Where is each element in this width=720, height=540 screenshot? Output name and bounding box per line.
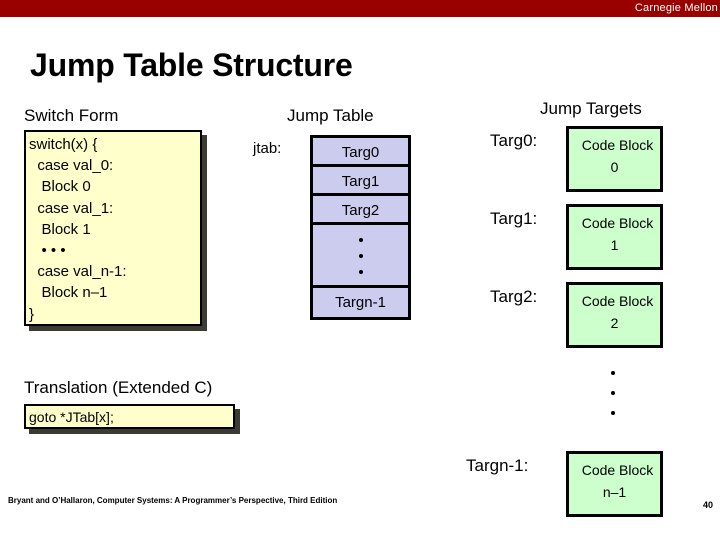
code-block-index: n–1 [602, 484, 627, 500]
jump-targets-heading: Jump Targets [540, 99, 642, 118]
switch-form-code-box: switch(x) { case val_0: Block 0 case val… [24, 130, 202, 326]
translation-code: goto *JTab[x]; [29, 409, 114, 425]
ellipsis-dot-icon [611, 411, 615, 415]
jump-table-heading: Jump Table [287, 106, 374, 125]
jtab-pointer-label: jtab: [253, 140, 282, 157]
page-number: 40 [702, 500, 713, 510]
jump-table-cell-last: Targn-1 [313, 288, 408, 317]
jump-table: Targ0 Targ1 Targ2 Targn-1 [310, 135, 411, 320]
code-block-title: Code Block [581, 293, 654, 309]
code-block-box-2: Code Block 2 [566, 282, 663, 348]
code-block-box-1: Code Block 1 [566, 204, 663, 270]
jump-targets-ellipsis [611, 369, 617, 419]
code-block-index: 0 [610, 159, 619, 175]
code-block-title: Code Block [581, 215, 654, 231]
switch-form-code: switch(x) { case val_0: Block 0 case val… [29, 136, 127, 323]
ellipsis-dot-icon [611, 371, 615, 375]
institution-label: Carnegie Mellon [634, 2, 718, 14]
jump-table-cell: Targ2 [313, 196, 408, 225]
jump-table-cell: Targ1 [313, 167, 408, 196]
code-block-title: Code Block [581, 137, 654, 153]
code-block-index: 1 [610, 237, 619, 253]
ellipsis-dot-icon [358, 270, 363, 274]
code-block-box-n: Code Block n–1 [566, 451, 663, 517]
jump-table-ellipsis-cell [313, 225, 408, 288]
target-label-1: Targ1: [490, 209, 538, 228]
target-label-0: Targ0: [490, 131, 538, 150]
switch-form-heading: Switch Form [24, 106, 119, 125]
ellipsis-dot-icon [611, 391, 615, 395]
ellipsis-dot-icon [358, 254, 363, 258]
footer-citation: Bryant and O’Hallaron, Computer Systems:… [8, 496, 338, 505]
ellipsis-dot-icon [358, 238, 363, 242]
code-block-title: Code Block [581, 462, 654, 478]
target-label-n: Targn-1: [466, 456, 529, 475]
title-banner: Carnegie Mellon [0, 0, 720, 17]
code-block-box-0: Code Block 0 [566, 126, 663, 192]
translation-code-box: goto *JTab[x]; [24, 404, 235, 429]
target-label-2: Targ2: [490, 287, 538, 306]
jump-table-cell: Targ0 [313, 138, 408, 167]
code-block-index: 2 [610, 315, 619, 331]
page-title: Jump Table Structure [30, 47, 353, 83]
translation-heading: Translation (Extended C) [24, 378, 213, 397]
